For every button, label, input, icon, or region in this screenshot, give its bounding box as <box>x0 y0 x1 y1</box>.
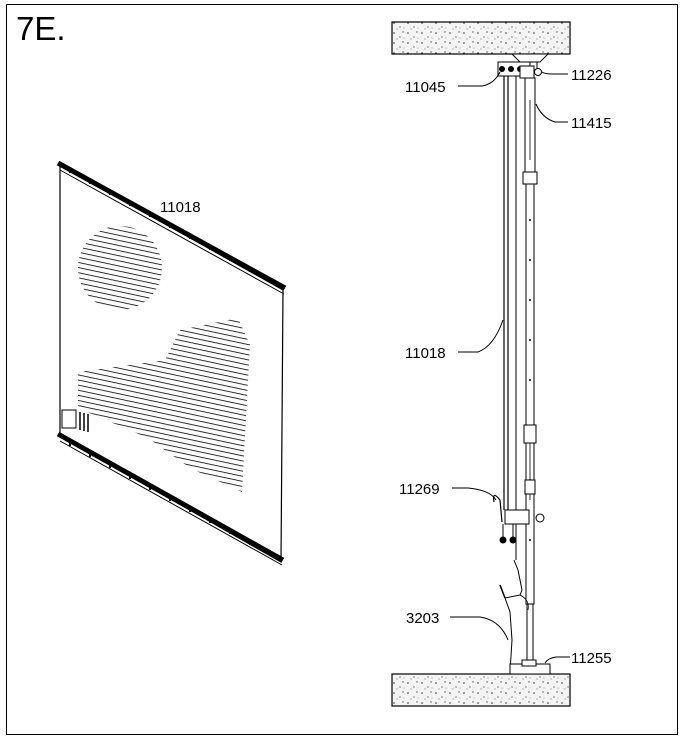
callout-screen-left: 11018 <box>160 199 201 216</box>
screen-panel <box>59 163 284 564</box>
figure-frame <box>6 4 678 735</box>
leader-lines <box>450 71 570 664</box>
tie-cord <box>499 559 529 673</box>
callout-bracket-top: 11045 <box>405 79 446 96</box>
callout-pole: 11415 <box>571 115 612 132</box>
clamp-assembly <box>493 494 545 544</box>
callout-cord: 3203 <box>406 610 439 627</box>
callout-clamp: 11269 <box>399 481 440 498</box>
screen-panel-side <box>503 76 509 510</box>
screen-bottom-rail <box>56 431 285 566</box>
base-plate <box>509 659 551 675</box>
logo-mark <box>61 409 77 429</box>
ceiling-slab <box>391 21 571 55</box>
top-bracket <box>497 61 535 79</box>
figure-id: 7E. <box>16 10 66 47</box>
telescopic-pole <box>522 77 538 665</box>
screen-top-rail <box>56 160 287 295</box>
callout-screen-side: 11018 <box>405 345 446 362</box>
callout-top-clip: 11226 <box>571 67 612 84</box>
callout-base-plate: 11255 <box>571 650 612 667</box>
floor-slab <box>391 673 571 707</box>
